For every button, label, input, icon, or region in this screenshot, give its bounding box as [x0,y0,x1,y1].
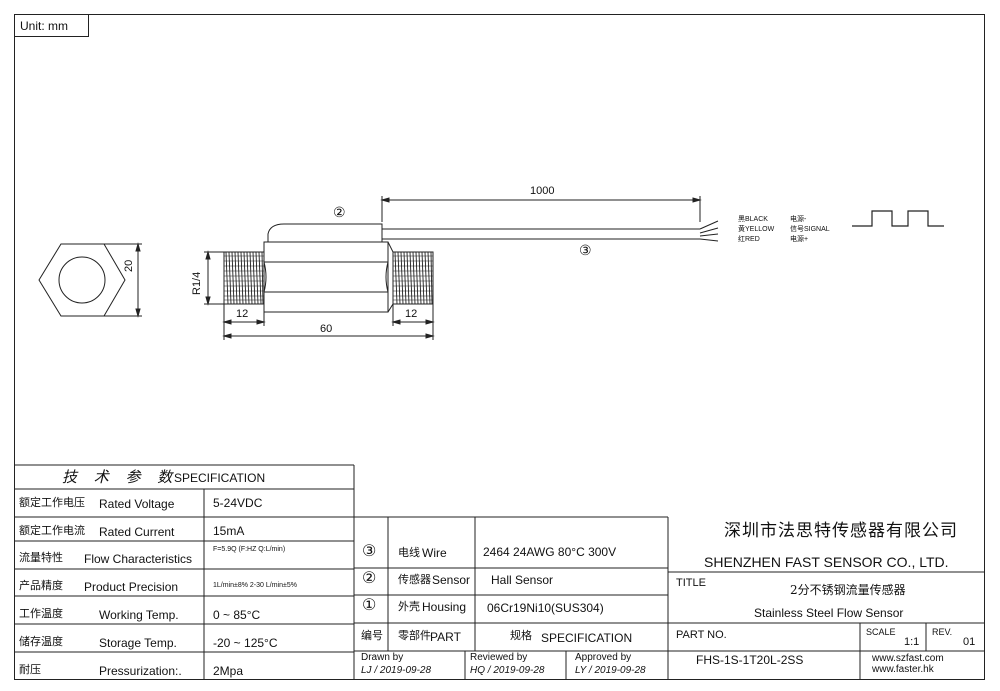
spec-table-lines [14,464,984,680]
part-spec-sensor: Hall Sensor [491,573,554,587]
part-spec-wire: 2464 24AWG 80°C 300V [483,545,617,559]
company-name-en: SHENZHEN FAST SENSOR CO., LTD. [704,554,949,570]
approved-by-value: LY / 2019-09-28 [575,665,646,676]
wire-black-fn: 电源- [790,216,807,223]
website-2[interactable]: www.faster.hk [872,664,934,675]
parts-header-spec-en: SPECIFICATION [541,631,633,645]
dim-thread: R1/4 [191,271,203,295]
callout-sensor: ② [333,204,346,220]
pulse-waveform [852,210,944,227]
part-no-wire: ③ [362,543,377,560]
spec-header-cn: 技 术 参 数 [62,468,179,486]
dim-body-length: 60 [320,323,333,335]
drawn-by-label: Drawn by [361,652,404,663]
reviewed-by-label: Reviewed by [470,652,528,663]
parts-header-no: 编号 [361,629,383,642]
reviewed-by-value: HQ / 2019-09-28 [470,665,545,676]
spec-val-working-temp: 0 ~ 85°C [213,608,261,622]
dim-left-thread: 12 [236,308,249,320]
spec-en-storage-temp: Storage Temp. [99,636,177,650]
spec-cn-pressurization: 耐压 [19,663,41,676]
callout-wire: ③ [579,242,592,258]
spec-val-pressurization: 2Mpa [213,664,244,678]
parts-header-part-cn: 零部件 [398,629,431,642]
scale-value: 1:1 [904,636,920,648]
title-cn: 2分不锈钢流量传感器 [790,583,906,597]
spec-cn-flow: 流量特性 [19,551,63,564]
sensor-side-view [204,196,719,340]
dim-right-thread: 12 [405,308,418,320]
spec-val-flow: F=5.9Q (F:HZ Q:L/min) [213,546,286,553]
spec-val-rated-voltage: 5-24VDC [213,496,263,510]
part-name-en-sensor: Sensor [432,573,471,587]
spec-cn-rated-voltage: 额定工作电压 [19,496,85,509]
hex-nut-front-view [38,242,142,318]
spec-en-precision: Product Precision [84,580,179,594]
spec-val-storage-temp: -20 ~ 125°C [213,636,278,650]
part-spec-housing: 06Cr19Ni10(SUS304) [487,601,604,615]
part-name-en-housing: Housing [422,600,467,614]
part-name-en-wire: Wire [422,546,447,560]
part-no-value: FHS-1S-1T20L-2SS [696,653,804,667]
dim-hex-size: 20 [123,259,135,272]
title-label: TITLE [676,577,706,589]
spec-cn-storage-temp: 储存温度 [19,635,63,648]
part-name-cn-sensor: 传感器 [398,573,431,586]
title-en: Stainless Steel Flow Sensor [754,606,904,620]
part-name-cn-housing: 外壳 [398,600,420,613]
spec-en-flow: Flow Characteristics [84,552,193,566]
wire-yellow-label: 黄YELLOW [738,226,775,233]
spec-en-rated-current: Rated Current [99,525,175,539]
wire-red-fn: 电源+ [790,236,809,243]
website-1[interactable]: www.szfast.com [872,653,944,664]
parts-header-spec-cn: 规格 [510,629,532,642]
part-no-housing: ① [362,597,377,614]
wire-red-label: 红RED [738,236,760,243]
unit-label: Unit: mm [20,19,68,33]
spec-cn-precision: 产品精度 [19,579,63,592]
spec-header-en: SPECIFICATION [174,471,266,485]
spec-en-pressurization: Pressurization:. [99,664,182,678]
part-name-cn-wire: 电线 [398,546,420,559]
spec-en-rated-voltage: Rated Voltage [99,497,175,511]
parts-header-part-en: PART [430,630,461,644]
wire-black-label: 黑BLACK [738,216,768,223]
spec-val-rated-current: 15mA [213,524,245,538]
approved-by-label: Approved by [575,652,632,663]
spec-val-precision: 1L/min±8% 2-30 L/min±5% [213,582,297,589]
scale-label: SCALE [866,627,896,637]
dim-cable-length: 1000 [530,185,555,197]
spec-cn-working-temp: 工作温度 [19,607,63,620]
spec-en-working-temp: Working Temp. [99,608,179,622]
part-no-sensor: ② [362,570,377,587]
wire-yellow-fn: 信号SIGNAL [790,226,830,233]
rev-label: REV. [932,627,953,637]
rev-value: 01 [963,636,976,648]
part-no-label: PART NO. [676,629,727,641]
spec-cn-rated-current: 额定工作电流 [19,524,85,537]
company-name-cn: 深圳市法思特传感器有限公司 [724,521,958,541]
drawn-by-value: LJ / 2019-09-28 [361,665,432,676]
